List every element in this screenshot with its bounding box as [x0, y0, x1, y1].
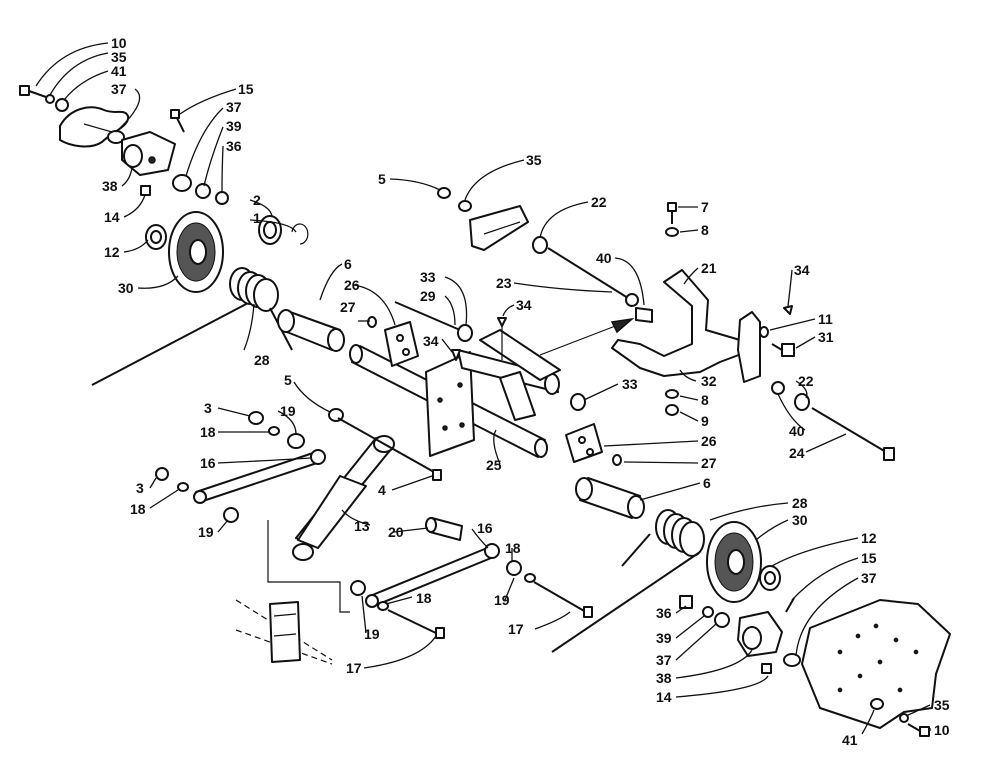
callout-label: 40: [789, 423, 805, 439]
callout-label: 2: [253, 192, 261, 208]
callout-label: 15: [861, 550, 877, 566]
callout-label: 35: [934, 697, 950, 713]
callout-label: 39: [226, 118, 242, 134]
callout-label: 21: [701, 260, 717, 276]
bushing-6-left: [277, 309, 345, 352]
callout-label: 20: [388, 524, 404, 540]
callout-label: 5: [284, 372, 292, 388]
callout-label: 17: [346, 660, 362, 676]
callout-label: 33: [420, 269, 436, 285]
callout-label: 18: [416, 590, 432, 606]
callout-label: 11: [818, 311, 833, 327]
callout-label: 19: [364, 626, 380, 642]
callout-label: 14: [656, 689, 672, 705]
callout-label: 30: [118, 280, 134, 296]
callout-label: 22: [798, 373, 814, 389]
callout-label: 24: [789, 445, 805, 461]
callout-label: 14: [104, 209, 120, 225]
callout-label: 28: [254, 352, 270, 368]
callout-label: 22: [591, 194, 607, 210]
callout-label: 17: [508, 621, 524, 637]
cross-shaft: [349, 329, 561, 458]
callout-label: 27: [701, 455, 717, 471]
callout-label: 37: [861, 570, 877, 586]
callout-label: 34: [423, 333, 439, 349]
callout-label: 8: [701, 392, 709, 408]
callout-label: 7: [701, 199, 709, 215]
side-plate-right: [801, 599, 951, 729]
callout-label: 12: [104, 244, 120, 260]
callout-label: 38: [656, 670, 672, 686]
callout-label: 38: [102, 178, 118, 194]
link-arm-lower: [369, 545, 497, 607]
callout-label: 10: [111, 35, 127, 51]
callout-label: 30: [792, 512, 808, 528]
callout-label: 41: [842, 732, 858, 748]
callout-label: 27: [340, 299, 356, 315]
callout-label: 13: [354, 518, 370, 534]
callout-label: 6: [344, 256, 352, 272]
callout-label: 37: [656, 652, 672, 668]
callout-label: 29: [420, 288, 436, 304]
idler-wheel-right: [706, 521, 762, 603]
callout-label: 34: [794, 262, 810, 278]
torsion-spring-right: [551, 509, 705, 653]
callout-label: 16: [200, 455, 216, 471]
callout-label: 10: [934, 722, 950, 738]
idler-wheel-left: [168, 211, 224, 293]
callout-labels: 10 35 41 37 15 37 39 36 38 14 12 30 2 1 …: [102, 35, 950, 748]
callout-label: 35: [111, 49, 127, 65]
callout-label: 33: [622, 376, 638, 392]
callout-label: 12: [861, 530, 877, 546]
callout-label: 34: [516, 297, 532, 313]
callout-label: 25: [486, 457, 502, 473]
shock-absorber: [292, 435, 395, 561]
callout-label: 32: [701, 373, 717, 389]
callout-label: 41: [111, 63, 127, 79]
callout-label: 4: [378, 482, 386, 498]
callout-label: 18: [200, 424, 216, 440]
callout-label: 18: [505, 540, 521, 556]
callout-label: 9: [701, 413, 709, 429]
callout-label: 26: [701, 433, 717, 449]
callout-label: 5: [378, 171, 386, 187]
callout-label: 8: [701, 222, 709, 238]
bracket-26-upper: [384, 321, 419, 367]
callout-label: 19: [494, 592, 510, 608]
callout-label: 40: [596, 250, 612, 266]
callout-label: 19: [198, 524, 214, 540]
washer-41-left: [55, 98, 69, 112]
parts-drawing: [19, 85, 951, 737]
callout-label: 28: [792, 495, 808, 511]
callout-label: 31: [818, 329, 834, 345]
callout-label: 15: [238, 81, 254, 97]
torsion-spring-left: [91, 267, 293, 386]
callout-label: 19: [280, 403, 296, 419]
callout-label: 36: [226, 138, 242, 154]
callout-label: 1: [253, 210, 261, 226]
callout-label: 37: [111, 81, 127, 97]
bushing-6-right: [575, 477, 645, 519]
angle-bracket: [469, 205, 529, 251]
callout-label: 6: [703, 475, 711, 491]
callout-label: 36: [656, 605, 672, 621]
callout-label: 23: [496, 275, 512, 291]
callout-label: 26: [344, 277, 360, 293]
callout-label: 37: [226, 99, 242, 115]
callout-label: 3: [204, 400, 212, 416]
callout-label: 16: [477, 520, 493, 536]
callout-label: 3: [136, 480, 144, 496]
washer-35-left: [45, 94, 55, 104]
callout-label: 39: [656, 630, 672, 646]
slide-bracket: [611, 269, 753, 377]
callout-label: 18: [130, 501, 146, 517]
leader-lines: [35, 42, 931, 735]
callout-label: 35: [526, 152, 542, 168]
bolt-10-left: [19, 85, 47, 98]
